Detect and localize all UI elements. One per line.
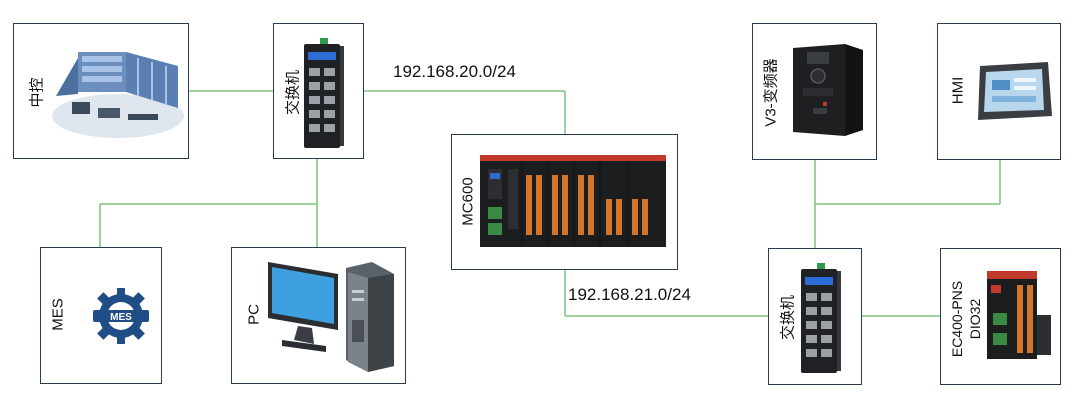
io-module-box[interactable]: EC400-PNS DIO32 bbox=[940, 248, 1061, 385]
mes-logo-text: MES bbox=[110, 312, 132, 323]
desktop-computer-icon bbox=[268, 262, 394, 372]
io-module-model: DIO32 bbox=[967, 298, 983, 340]
central-control-label: 中控 bbox=[28, 77, 46, 108]
hmi-label: HMI bbox=[949, 76, 967, 105]
io-module-icon bbox=[987, 271, 1051, 359]
network-switch-icon bbox=[304, 38, 344, 148]
inverter-label: V3-变频器 bbox=[762, 58, 780, 127]
touch-panel-icon bbox=[978, 62, 1052, 120]
io-module-name: EC400-PNS bbox=[949, 280, 965, 358]
switch-right-label: 交换机 bbox=[779, 295, 797, 341]
central-control-box[interactable]: 中控 bbox=[13, 23, 189, 159]
switch-left-box[interactable]: 交换机 bbox=[273, 23, 364, 159]
network-switch-icon bbox=[801, 263, 841, 373]
inverter-box[interactable]: V3-变频器 bbox=[752, 23, 877, 160]
switch-right-box[interactable]: 交换机 bbox=[768, 248, 862, 385]
gear-icon: MES bbox=[93, 288, 149, 344]
mc600-label: MC600 bbox=[459, 177, 477, 226]
frequency-inverter-icon bbox=[793, 44, 863, 136]
mc600-controller-box[interactable]: MC600 bbox=[451, 134, 678, 270]
switch-left-label: 交换机 bbox=[284, 70, 302, 116]
pc-label: PC bbox=[245, 304, 263, 325]
upper-subnet-label: 192.168.20.0/24 bbox=[393, 62, 516, 81]
plc-controller-icon bbox=[480, 155, 666, 247]
hmi-box[interactable]: HMI bbox=[937, 23, 1061, 160]
pc-box[interactable]: PC bbox=[231, 247, 406, 384]
lower-subnet-label: 192.168.21.0/24 bbox=[568, 285, 691, 304]
mes-box[interactable]: MES MES bbox=[40, 247, 162, 384]
io-module-label: EC400-PNS DIO32 bbox=[948, 274, 988, 364]
control-room-icon bbox=[52, 52, 184, 138]
mes-label: MES bbox=[49, 298, 67, 331]
